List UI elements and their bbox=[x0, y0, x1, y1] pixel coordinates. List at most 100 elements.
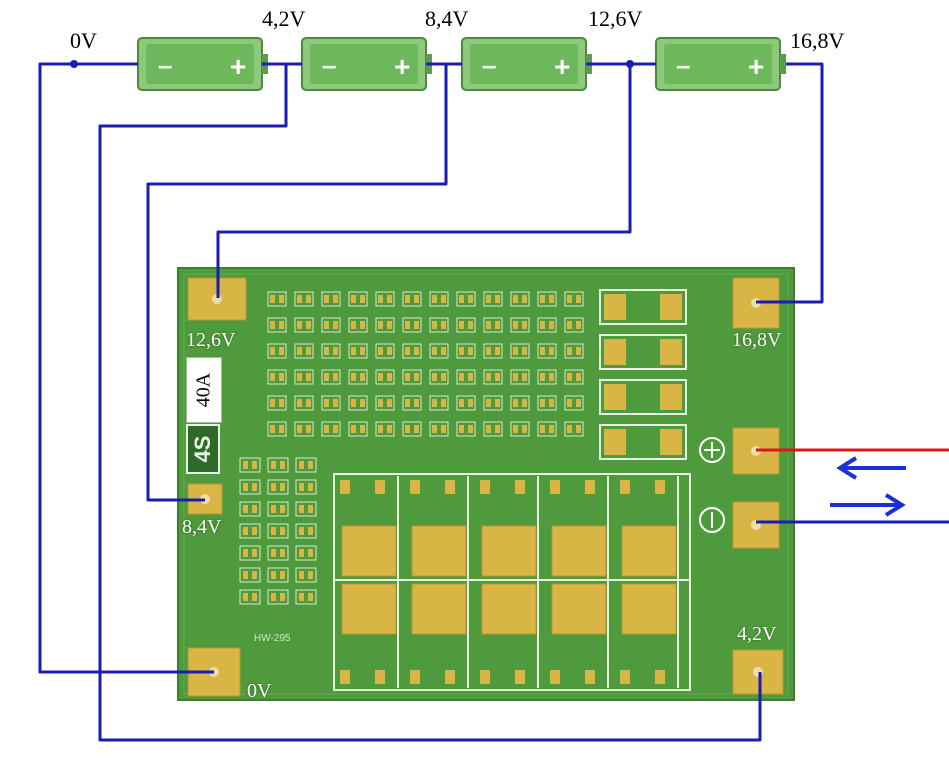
smd-outline bbox=[295, 479, 317, 495]
smd-pad bbox=[441, 373, 446, 381]
smd-pad bbox=[522, 373, 527, 381]
smd-outline bbox=[537, 395, 557, 411]
smd-pad bbox=[297, 295, 302, 303]
smd-pad bbox=[414, 399, 419, 407]
smd-outline bbox=[564, 421, 584, 437]
smd-pad bbox=[540, 399, 545, 407]
mosfet-gate-pad bbox=[375, 480, 385, 494]
mosfet-gate-pad bbox=[340, 480, 350, 494]
smd-pad bbox=[280, 571, 285, 579]
smd-outline bbox=[564, 395, 584, 411]
smd-outline bbox=[295, 501, 317, 517]
smd-outline bbox=[348, 369, 368, 385]
smd-pad bbox=[459, 399, 464, 407]
smd-pad bbox=[432, 347, 437, 355]
mosfet-gate-pad bbox=[550, 480, 560, 494]
smd-outline bbox=[321, 395, 341, 411]
smd-pad bbox=[567, 321, 572, 329]
smd-pad bbox=[279, 425, 284, 433]
smd-pad bbox=[279, 373, 284, 381]
smd-outline bbox=[402, 343, 422, 359]
smd-pad bbox=[333, 425, 338, 433]
smd-outline bbox=[510, 343, 530, 359]
wire-12-6v bbox=[216, 64, 632, 298]
mosfet-gate-pad bbox=[375, 670, 385, 684]
smd-outline bbox=[510, 369, 530, 385]
smd-pad bbox=[252, 461, 257, 469]
shunt-resistor-pad bbox=[604, 294, 626, 320]
smd-outline bbox=[564, 369, 584, 385]
smd-outline bbox=[267, 545, 289, 561]
smd-pad bbox=[280, 593, 285, 601]
node-dot-0v bbox=[70, 60, 78, 68]
smd-outline bbox=[294, 343, 314, 359]
smd-pad bbox=[279, 321, 284, 329]
arrow-charge-in-head bbox=[836, 456, 858, 480]
smd-pad bbox=[486, 295, 491, 303]
smd-pad bbox=[513, 425, 518, 433]
smd-outline bbox=[267, 291, 287, 307]
mosfet-gate-pad bbox=[515, 480, 525, 494]
smd-pad bbox=[270, 321, 275, 329]
smd-outline bbox=[564, 317, 584, 333]
smd-pad bbox=[378, 321, 383, 329]
smd-pad bbox=[414, 425, 419, 433]
smd-pad bbox=[324, 399, 329, 407]
smd-outline bbox=[510, 317, 530, 333]
smd-outline bbox=[267, 395, 287, 411]
smd-outline bbox=[239, 523, 261, 539]
smd-pad bbox=[432, 399, 437, 407]
shunt-resistor-outline bbox=[599, 289, 687, 325]
smd-pad bbox=[387, 425, 392, 433]
smd-outline bbox=[295, 589, 317, 605]
smd-pad bbox=[513, 373, 518, 381]
smd-pad bbox=[567, 295, 572, 303]
smd-pad bbox=[299, 593, 304, 601]
smd-outline bbox=[456, 291, 476, 307]
label-16-8v-pad: 16,8V bbox=[732, 329, 782, 351]
smd-outline bbox=[294, 421, 314, 437]
mosfet-gate-pad bbox=[445, 670, 455, 684]
smd-outline bbox=[375, 317, 395, 333]
smd-pad bbox=[549, 347, 554, 355]
smd-outline bbox=[537, 317, 557, 333]
node-dot-12-6v bbox=[626, 60, 634, 68]
smd-pad bbox=[495, 321, 500, 329]
mosfet-gate-pad bbox=[445, 480, 455, 494]
smd-pad bbox=[297, 399, 302, 407]
mosfet-gate-pad bbox=[655, 480, 665, 494]
smd-outline bbox=[483, 291, 503, 307]
smd-outline bbox=[483, 343, 503, 359]
smd-pad bbox=[567, 399, 572, 407]
smd-pad bbox=[351, 425, 356, 433]
shunt-resistor-pad bbox=[660, 339, 682, 365]
label-16-8v-top: 16,8V bbox=[790, 28, 845, 53]
smd-pad bbox=[280, 527, 285, 535]
mosfet-gate-pad bbox=[515, 670, 525, 684]
smd-pad bbox=[299, 527, 304, 535]
smd-outline bbox=[239, 589, 261, 605]
mosfet-gate-pad bbox=[550, 670, 560, 684]
smd-pad bbox=[549, 399, 554, 407]
mosfet-area bbox=[333, 473, 691, 691]
smd-outline bbox=[429, 291, 449, 307]
smd-pad bbox=[378, 399, 383, 407]
smd-outline bbox=[348, 291, 368, 307]
smd-pad bbox=[333, 347, 338, 355]
smd-outline bbox=[402, 291, 422, 307]
smd-pad bbox=[432, 425, 437, 433]
smd-pad bbox=[576, 373, 581, 381]
smd-outline bbox=[267, 479, 289, 495]
smd-pad bbox=[297, 373, 302, 381]
smd-outline bbox=[402, 395, 422, 411]
smd-pad bbox=[270, 373, 275, 381]
rating-text: 40A bbox=[192, 372, 215, 408]
smd-pad bbox=[360, 373, 365, 381]
smd-pad bbox=[405, 373, 410, 381]
smd-outline bbox=[483, 369, 503, 385]
smd-pad bbox=[271, 483, 276, 491]
smd-pad bbox=[360, 295, 365, 303]
smd-outline bbox=[267, 589, 289, 605]
smd-outline bbox=[510, 291, 530, 307]
